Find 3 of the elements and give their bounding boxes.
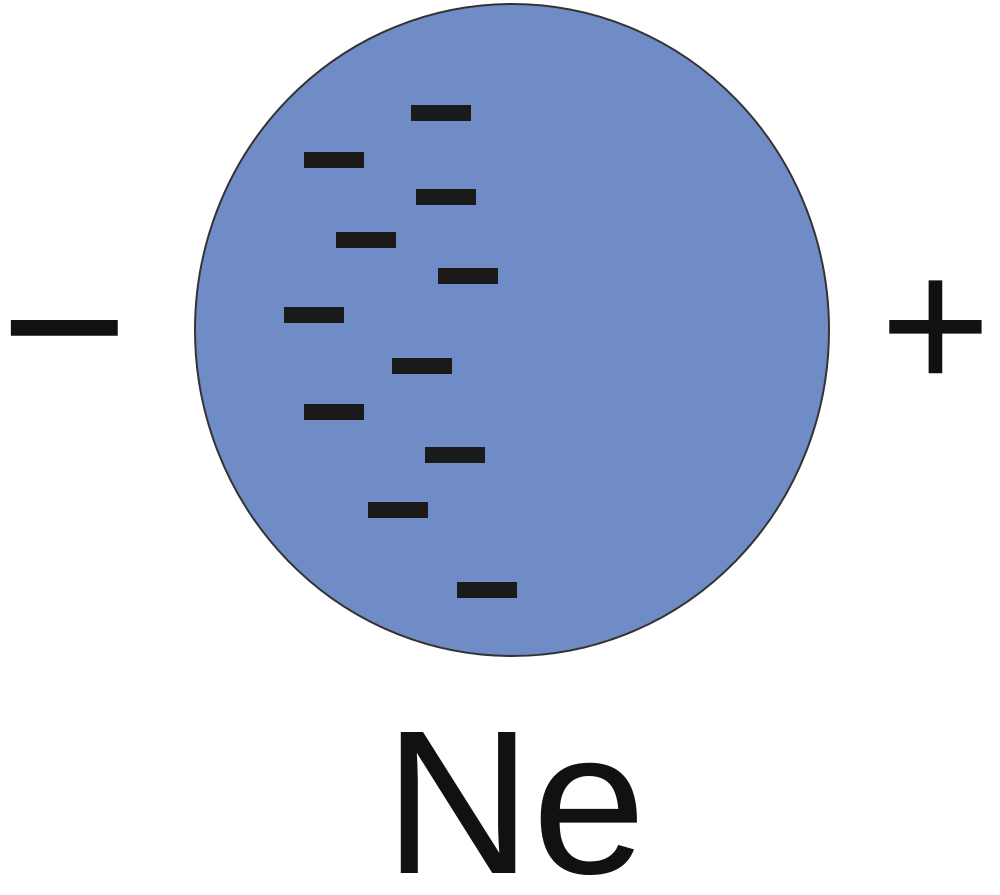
- element-symbol: Ne: [382, 700, 648, 895]
- charge-sign: +: [880, 230, 991, 420]
- charge-sign: −: [0, 215, 128, 435]
